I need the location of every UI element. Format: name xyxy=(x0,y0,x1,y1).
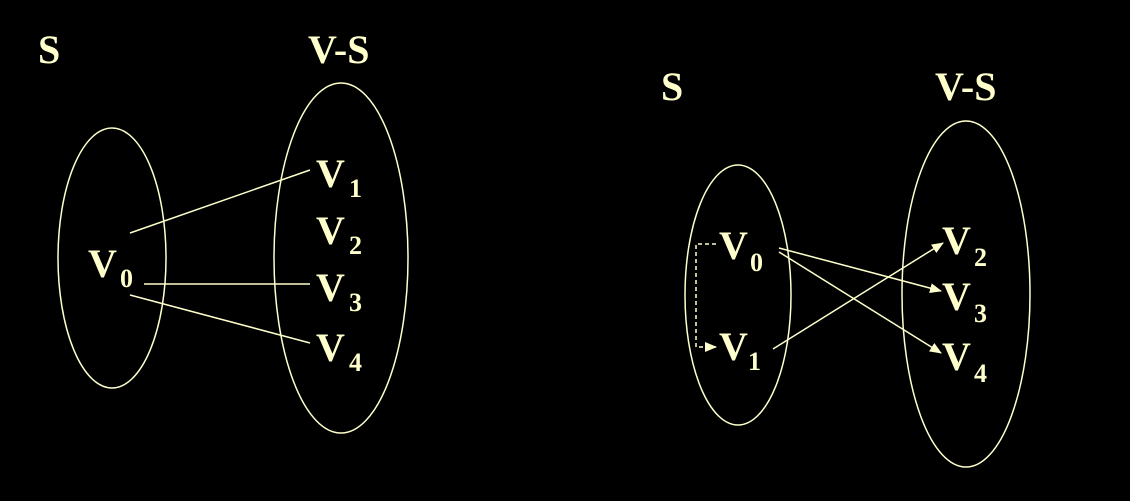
left-edge-v0-v4 xyxy=(129,294,311,344)
left-node-v2-sub: 2 xyxy=(349,231,362,260)
left-node-v1-sub: 1 xyxy=(349,174,362,203)
right-node-v2-sub: 2 xyxy=(974,243,987,272)
left-node-v1-main: V xyxy=(316,151,345,196)
right-edge-v0-v3 xyxy=(778,247,942,294)
right-node-v3-sub: 3 xyxy=(974,299,987,328)
left-node-v2-main: V xyxy=(316,208,345,253)
left-set-vs-label: V-S xyxy=(308,27,369,72)
right-set-vs-ellipse xyxy=(901,120,1031,468)
left-set-vs-ellipse xyxy=(273,82,409,434)
left-node-v3-main: V xyxy=(316,265,345,310)
right-edge-v1-v2 xyxy=(772,242,944,350)
left-edge-v0-v1 xyxy=(129,169,311,234)
right-node-v1-main: V xyxy=(719,324,748,369)
left-node-v0-main: V xyxy=(88,241,117,286)
left-diagram: S V-S V 0 V 1 V 2 V 3 V 4 xyxy=(38,27,409,434)
left-set-s-ellipse xyxy=(57,127,167,389)
left-node-v2: V 2 xyxy=(316,208,362,260)
left-node-v4-sub: 4 xyxy=(349,348,362,377)
left-node-v3-sub: 3 xyxy=(349,288,362,317)
right-edge-v0-v1-dashed xyxy=(695,243,717,352)
left-node-v0-sub: 0 xyxy=(120,264,133,293)
right-node-v3-main: V xyxy=(942,274,971,319)
left-node-v1: V 1 xyxy=(316,151,362,203)
right-node-v0: V 0 xyxy=(719,223,763,277)
right-node-v1: V 1 xyxy=(719,324,761,376)
right-node-v0-main: V xyxy=(719,223,748,268)
right-node-v4-sub: 4 xyxy=(974,359,987,388)
right-set-s-label: S xyxy=(661,64,683,109)
left-node-v0: V 0 xyxy=(88,241,133,293)
right-node-v4-main: V xyxy=(942,334,971,379)
right-diagram: S V-S V 0 V 1 V 2 V 3 V 4 xyxy=(661,64,1031,468)
right-node-v1-sub: 1 xyxy=(748,347,761,376)
right-set-vs-label: V-S xyxy=(935,64,996,109)
right-node-v3: V 3 xyxy=(942,274,987,328)
left-node-v4: V 4 xyxy=(316,325,362,377)
right-node-v0-sub: 0 xyxy=(750,248,763,277)
right-edge-v0-v4 xyxy=(778,251,942,354)
left-node-v4-main: V xyxy=(316,325,345,370)
left-node-v3: V 3 xyxy=(316,265,362,317)
right-node-v2: V 2 xyxy=(942,218,987,272)
right-node-v2-main: V xyxy=(942,218,971,263)
left-set-s-label: S xyxy=(38,27,60,72)
right-set-s-ellipse xyxy=(684,164,792,426)
right-node-v4: V 4 xyxy=(942,334,987,388)
